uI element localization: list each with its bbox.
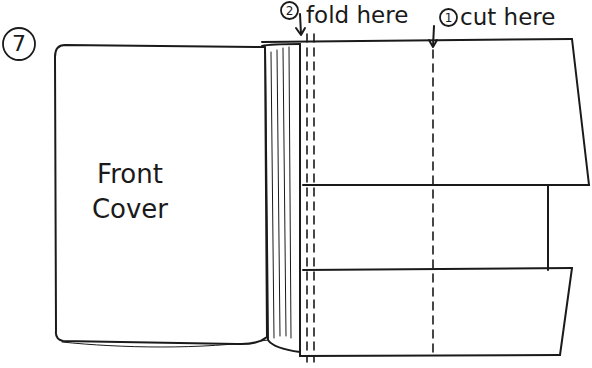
page-edge — [271, 52, 274, 338]
number-text: 2 — [286, 5, 294, 17]
page-edge — [283, 48, 286, 336]
callout-number: 1 — [440, 9, 457, 26]
fold-instruction: fold here — [306, 3, 408, 28]
page-outline — [572, 39, 589, 185]
circle-outline — [281, 2, 298, 19]
step-number: 7 — [3, 28, 35, 60]
fold-line — [306, 34, 308, 362]
arrow-head — [296, 28, 305, 35]
page-edge — [277, 50, 280, 336]
leader-arrow — [433, 26, 434, 46]
page-edge — [289, 47, 291, 338]
arrow-head — [429, 40, 437, 47]
page-edge — [262, 44, 300, 46]
book-cover: Front Cover — [55, 45, 267, 345]
page-outline — [262, 39, 572, 42]
page-edge — [265, 50, 300, 352]
page-outline — [547, 185, 549, 270]
callout-number: 2 — [281, 2, 298, 19]
binding-line — [299, 44, 301, 356]
circle-outline — [440, 9, 457, 26]
cut-line — [432, 50, 434, 356]
cover-title: Front Cover — [67, 157, 193, 227]
circle-outline — [3, 28, 35, 60]
number-text: 1 — [445, 12, 453, 24]
fold-line — [313, 34, 315, 362]
page-outline — [303, 268, 572, 270]
page-outline — [560, 268, 572, 355]
cover-shape — [55, 45, 267, 344]
leader-arrow — [300, 14, 301, 34]
page-outline — [300, 355, 560, 356]
number-text: 7 — [12, 33, 26, 55]
page-outline — [303, 184, 589, 186]
cut-instruction: cut here — [460, 5, 555, 30]
